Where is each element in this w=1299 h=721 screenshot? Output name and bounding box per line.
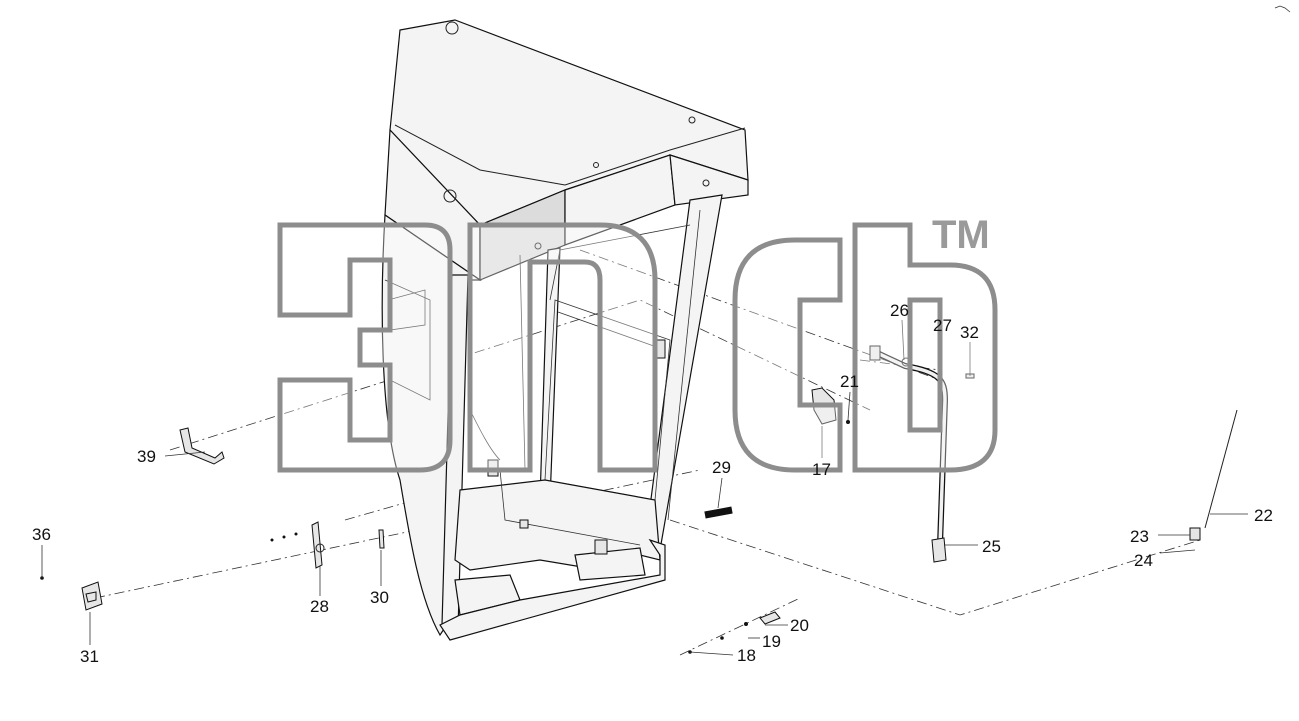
callout-22: 22: [1254, 506, 1273, 525]
antenna-22: [1189, 409, 1238, 541]
callout-28: 28: [310, 597, 329, 616]
callout-27: 27: [933, 316, 952, 335]
callout-19: 19: [762, 632, 781, 651]
callout-39: 39: [137, 447, 156, 466]
callout-24: 24: [1134, 551, 1153, 570]
callout-20: 20: [790, 616, 809, 635]
hinge-28: [270, 521, 325, 569]
callout-29: 29: [712, 458, 731, 477]
bracket-39: [179, 427, 225, 465]
callout-25: 25: [982, 537, 1001, 556]
callout-31: 31: [80, 647, 99, 666]
trademark-mark: TM: [932, 213, 990, 257]
callout-21: 21: [840, 372, 859, 391]
watermark-logo: TM: [277, 213, 998, 473]
callout-26: 26: [890, 301, 909, 320]
callout-18: 18: [737, 646, 756, 665]
spring-29: [704, 506, 733, 519]
lifting-eye-top: [445, 21, 459, 35]
plate-20: [759, 611, 781, 625]
callout-30: 30: [370, 588, 389, 607]
washer-19: [744, 622, 748, 626]
corner-mark: [1274, 5, 1291, 13]
pin-30: [378, 529, 385, 549]
lifting-eye-front: [443, 189, 457, 203]
callout-labels: 26 27 32 21 17 29 25 22 23 24 39 36 31 2…: [32, 301, 1273, 666]
callout-17: 17: [812, 460, 831, 479]
callout-23: 23: [1130, 527, 1149, 546]
latch-31: [40, 576, 103, 611]
callout-36: 36: [32, 525, 51, 544]
callout-32: 32: [960, 323, 979, 342]
